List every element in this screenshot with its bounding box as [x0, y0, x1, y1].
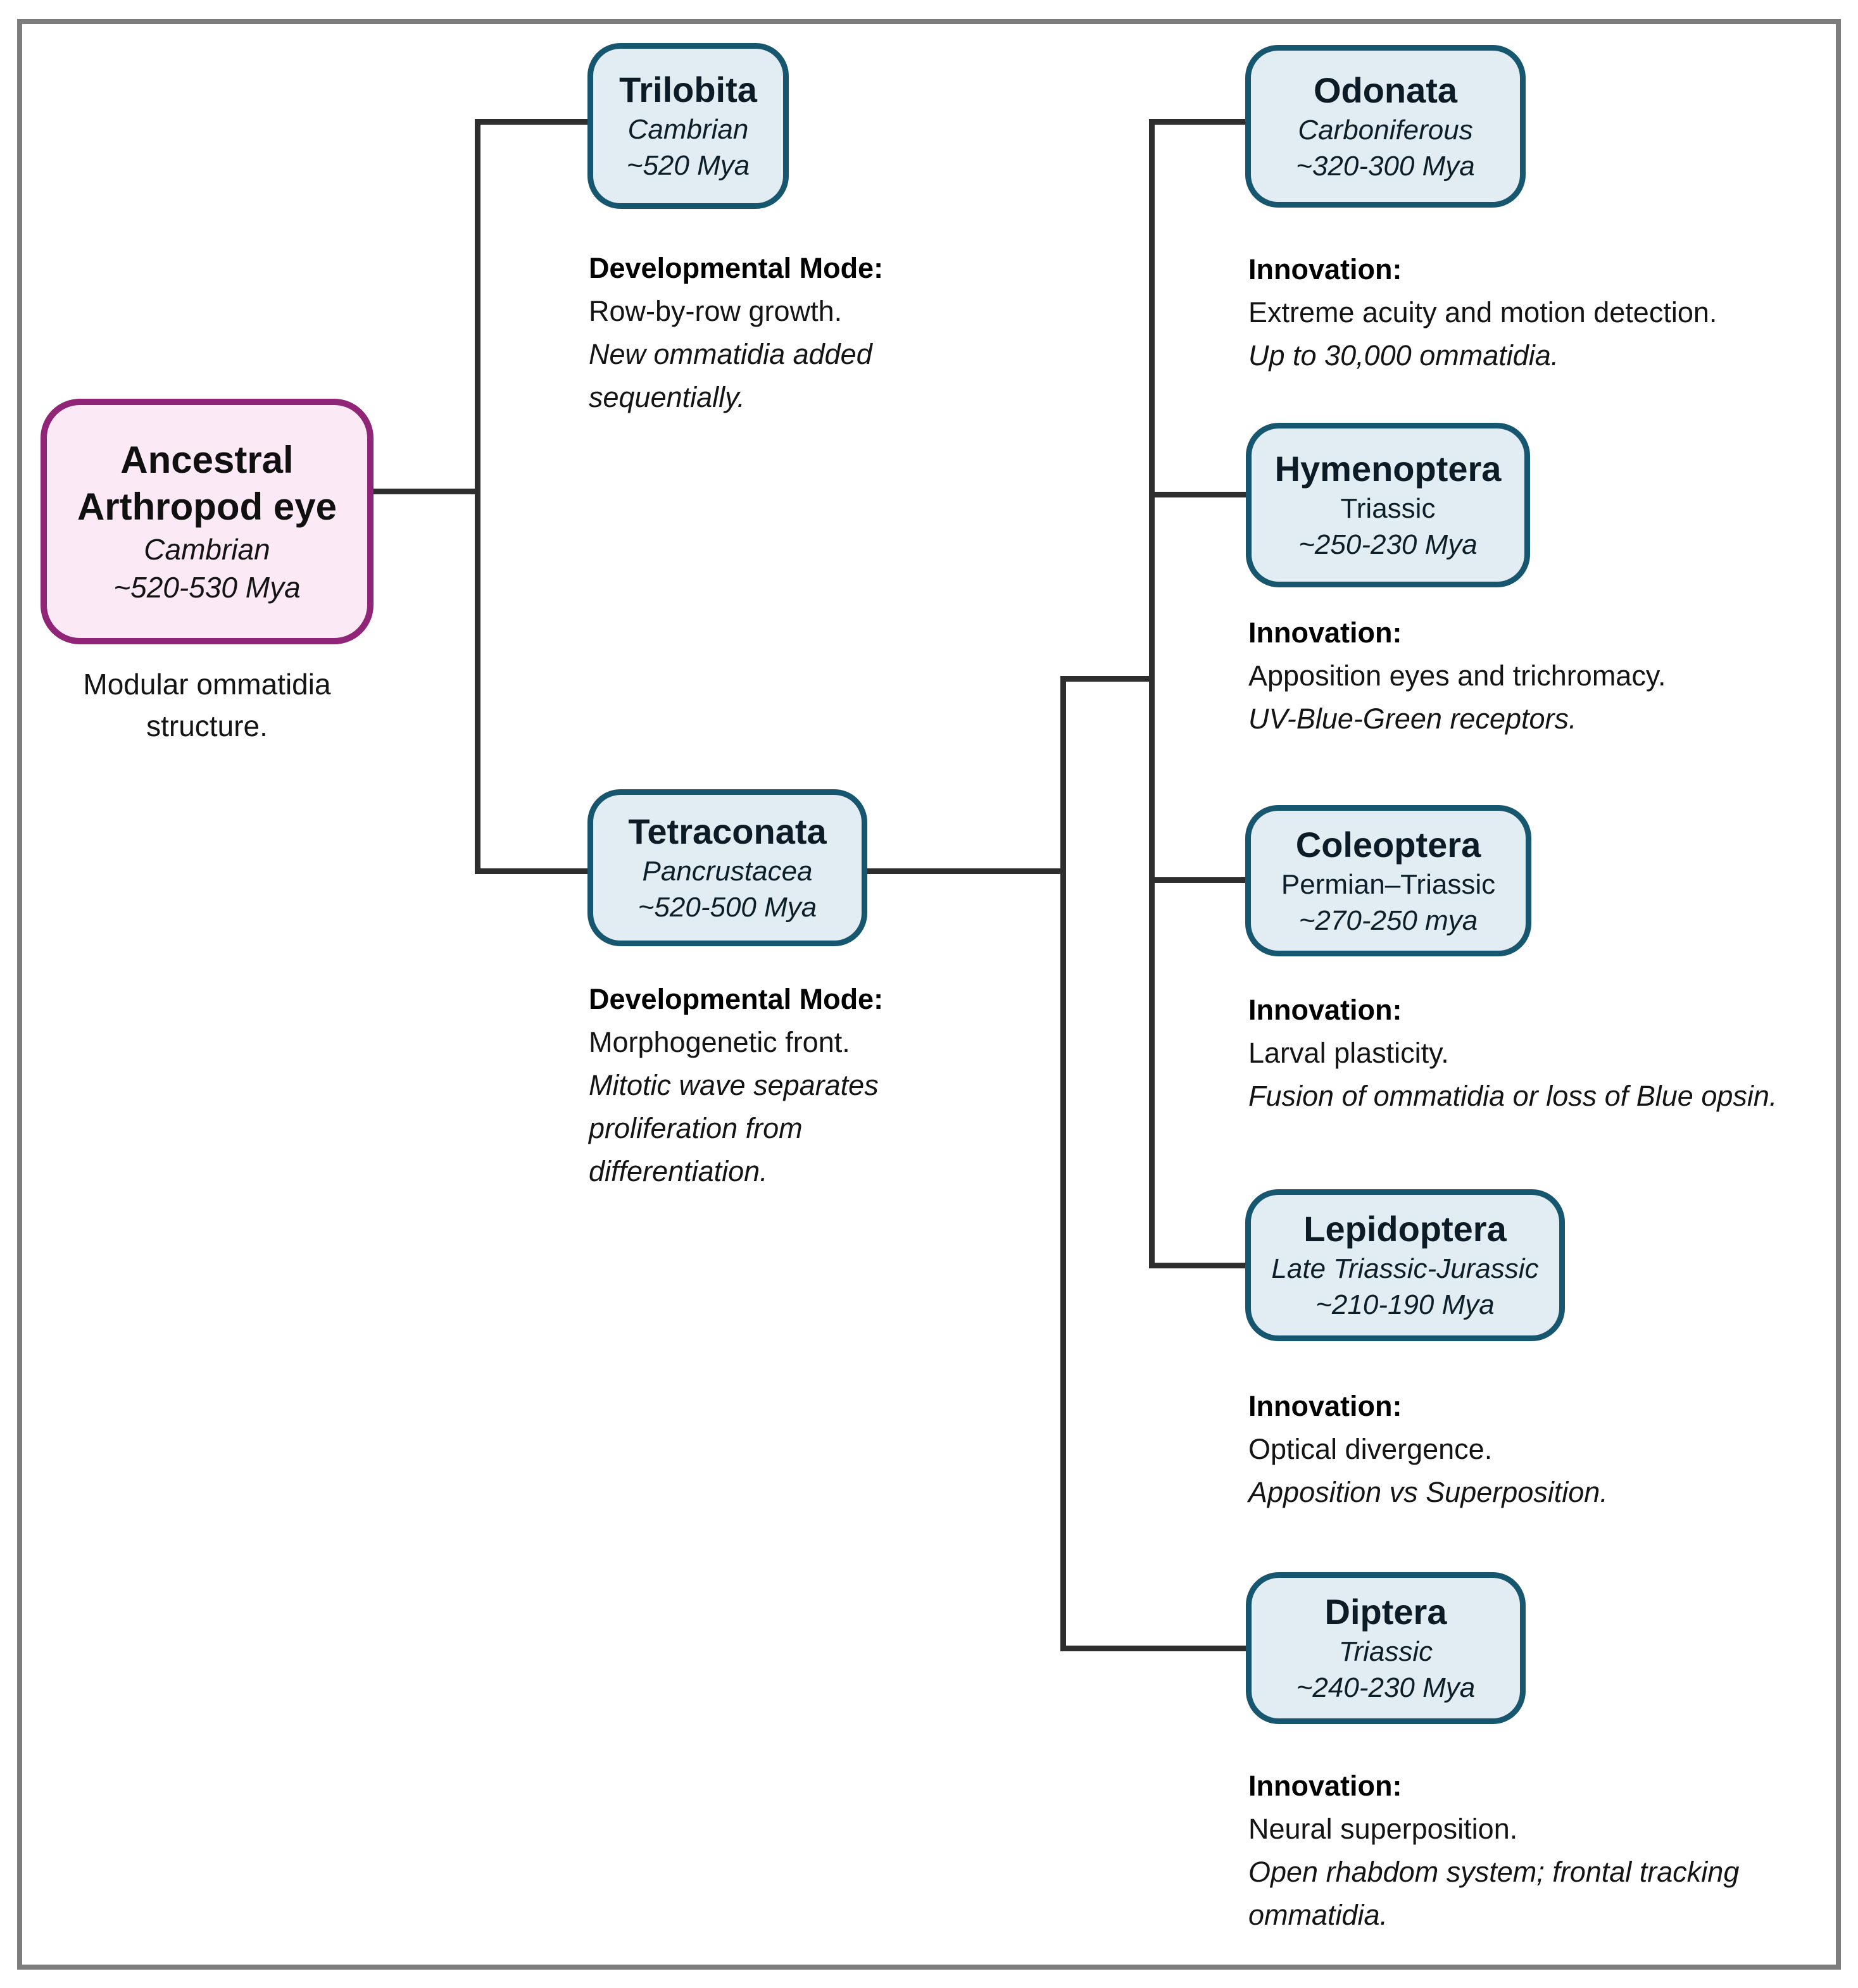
- node-title: Trilobita: [619, 70, 757, 109]
- note-heading: Innovation:: [1248, 994, 1402, 1026]
- note-detail: Up to 30,000 ommatidia.: [1248, 339, 1559, 372]
- node-period: Cambrian: [144, 533, 270, 566]
- note-line: Optical divergence.: [1248, 1433, 1493, 1465]
- edge-basal-vertical: [475, 119, 480, 874]
- node-era: ~210-190 Mya: [1315, 1289, 1495, 1320]
- tetraconata-note: Developmental Mode: Morphogenetic front.…: [589, 978, 969, 1193]
- node-title: Hymenoptera: [1274, 449, 1502, 489]
- note-line: Row-by-row growth.: [589, 295, 843, 327]
- node-title: Lepidoptera: [1303, 1209, 1507, 1249]
- edge-clade-connector-horizontal: [1060, 676, 1155, 682]
- coleoptera-note: Innovation: Larval plasticity. Fusion of…: [1248, 989, 1856, 1118]
- node-tetraconata: Tetraconata Pancrustacea ~520-500 Mya: [587, 789, 867, 946]
- node-era: ~240-230 Mya: [1296, 1672, 1476, 1703]
- note-detail: Fusion of ommatidia or loss of Blue opsi…: [1248, 1080, 1778, 1112]
- lepidoptera-note: Innovation: Optical divergence. Appositi…: [1248, 1385, 1850, 1514]
- edge-root-horizontal: [372, 489, 477, 494]
- node-hymenoptera: Hymenoptera Triassic ~250-230 Mya: [1246, 423, 1530, 587]
- node-era: ~520-530 Mya: [113, 571, 301, 604]
- node-era: ~520 Mya: [626, 150, 750, 181]
- hymenoptera-note: Innovation: Apposition eyes and trichrom…: [1248, 611, 1850, 741]
- trilobita-note: Developmental Mode: Row-by-row growth. N…: [589, 247, 956, 419]
- node-era: ~320-300 Mya: [1296, 150, 1475, 182]
- note-detail: Apposition vs Superposition.: [1248, 1476, 1608, 1508]
- note-heading: Innovation:: [1248, 253, 1402, 285]
- node-era: ~520-500 Mya: [637, 892, 817, 923]
- node-diptera: Diptera Triassic ~240-230 Mya: [1246, 1572, 1526, 1724]
- node-title: Diptera: [1324, 1592, 1447, 1632]
- edge-insect-stem-vertical: [1060, 676, 1066, 1651]
- node-period: Permian–Triassic: [1281, 868, 1496, 900]
- root-caption: Modular ommatidia structure.: [83, 668, 331, 742]
- node-period: Carboniferous: [1298, 114, 1473, 146]
- node-period: Pancrustacea: [642, 856, 813, 887]
- node-title: Coleoptera: [1295, 824, 1481, 865]
- edge-hymenoptera-horizontal: [1149, 492, 1247, 497]
- node-title: Odonata: [1313, 70, 1458, 110]
- node-coleoptera: Coleoptera Permian–Triassic ~270-250 mya: [1245, 805, 1531, 956]
- note-detail: New ommatidia added sequentially.: [589, 338, 872, 413]
- node-era: ~270-250 mya: [1298, 904, 1478, 936]
- node-period: Late Triassic-Jurassic: [1271, 1253, 1539, 1284]
- edge-trilobita-horizontal: [475, 119, 589, 125]
- node-title: Tetraconata: [628, 811, 827, 851]
- node-title: Ancestral Arthropod eye: [77, 439, 337, 528]
- note-heading: Developmental Mode:: [589, 252, 884, 284]
- edge-tetraconata-horizontal-right: [866, 868, 1063, 874]
- edge-lepidoptera-horizontal: [1149, 1263, 1245, 1268]
- node-ancestral-arthropod-eye: Ancestral Arthropod eye Cambrian ~520-53…: [41, 399, 373, 644]
- note-line: Morphogenetic front.: [589, 1026, 850, 1058]
- note-heading: Innovation:: [1248, 1390, 1402, 1422]
- edge-tetraconata-horizontal-left: [475, 868, 589, 874]
- odonata-note: Innovation: Extreme acuity and motion de…: [1248, 248, 1850, 377]
- edge-odonata-horizontal: [1149, 119, 1246, 125]
- note-detail: UV-Blue-Green receptors.: [1248, 703, 1577, 735]
- outer-frame: [17, 19, 1841, 1970]
- diptera-note: Innovation: Neural superposition. Open r…: [1248, 1765, 1856, 1937]
- note-line: Larval plasticity.: [1248, 1037, 1449, 1069]
- note-heading: Innovation:: [1248, 1770, 1402, 1802]
- note-line: Extreme acuity and motion detection.: [1248, 296, 1717, 328]
- note-heading: Developmental Mode:: [589, 983, 884, 1015]
- node-odonata: Odonata Carboniferous ~320-300 Mya: [1245, 45, 1526, 208]
- node-lepidoptera: Lepidoptera Late Triassic-Jurassic ~210-…: [1245, 1189, 1565, 1341]
- node-period: Cambrian: [627, 114, 749, 145]
- note-detail: Mitotic wave separates proliferation fro…: [589, 1069, 879, 1187]
- edge-diptera-horizontal: [1060, 1646, 1246, 1651]
- note-heading: Innovation:: [1248, 616, 1402, 649]
- note-line: Neural superposition.: [1248, 1813, 1518, 1845]
- edge-coleoptera-horizontal: [1149, 877, 1245, 883]
- node-trilobita: Trilobita Cambrian ~520 Mya: [587, 43, 789, 209]
- note-line: Apposition eyes and trichromacy.: [1248, 660, 1666, 692]
- node-period: Triassic: [1338, 1636, 1433, 1667]
- node-period: Triassic: [1340, 493, 1436, 524]
- note-detail: Open rhabdom system; frontal tracking om…: [1248, 1856, 1740, 1931]
- node-era: ~250-230 Mya: [1298, 529, 1478, 560]
- edge-clade-vertical: [1149, 119, 1155, 1268]
